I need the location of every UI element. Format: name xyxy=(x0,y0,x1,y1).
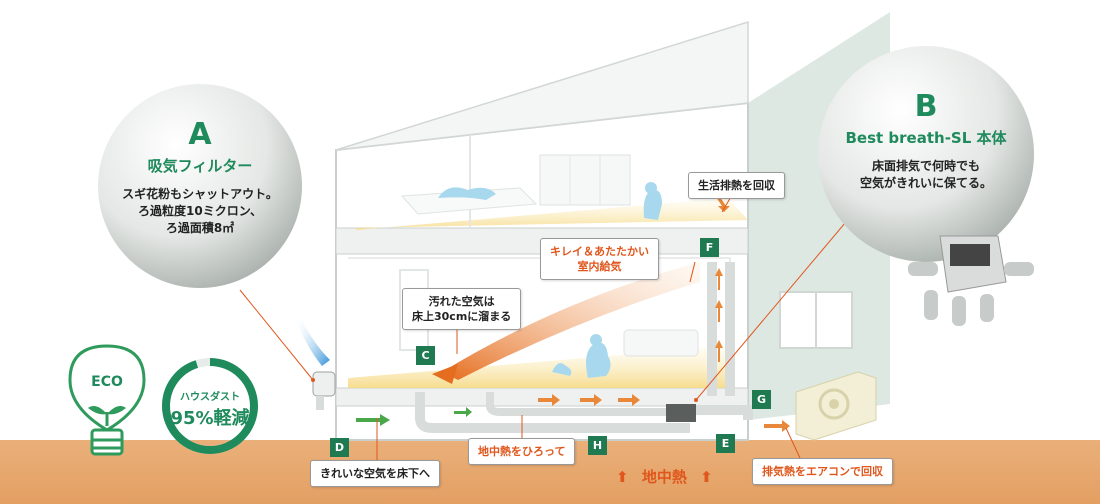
intake-filter-unit xyxy=(312,371,336,397)
callout-fresh-supply: キレイ＆あたたかい 室内給気 xyxy=(540,238,659,280)
up-arrow-icon: ⬆ xyxy=(700,468,713,486)
callout-geothermal-pickup: 地中熱をひろって xyxy=(468,438,576,465)
sofa xyxy=(623,329,699,357)
bubble-a: A 吸気フィルター スギ花粉もシャットアウト。 ろ過粒度10ミクロン、 ろ過面積… xyxy=(110,120,290,237)
marker-d: D xyxy=(330,438,349,457)
person-lying xyxy=(438,187,496,200)
warm-air-flow xyxy=(442,262,700,380)
marker-c: C xyxy=(416,346,435,365)
callout-clean-air-under: きれいな空気を床下へ xyxy=(310,460,440,487)
eco-badge-label: ECO xyxy=(91,374,123,390)
marker-f: F xyxy=(700,238,719,257)
outdoor-ac-unit xyxy=(795,371,877,441)
bubble-a-description: スギ花粉もシャットアウト。 ろ過粒度10ミクロン、 ろ過面積8㎡ xyxy=(122,187,278,235)
mother xyxy=(586,342,611,378)
ring-main-label: 95%軽減 xyxy=(170,408,250,429)
bubble-b-letter: B xyxy=(914,89,938,124)
person-sitting xyxy=(643,189,662,220)
marker-e: E xyxy=(716,434,735,453)
bubble-a-title: 吸気フィルター xyxy=(147,157,253,175)
bubble-b: B Best breath-SL 本体 床面排気で何時でも 空気がきれいに保てる… xyxy=(826,92,1026,192)
underfloor-duct xyxy=(415,392,690,433)
ground-heat-label: ⬆ 地中熱 ⬆ xyxy=(616,468,713,486)
housedust-ring xyxy=(162,358,258,454)
bubble-b-description: 床面排気で何時でも 空気がきれいに保てる。 xyxy=(859,159,992,190)
main-unit-product-icon xyxy=(908,235,1034,326)
cabinet xyxy=(539,154,631,206)
bubble-b-title: Best breath-SL 本体 xyxy=(845,129,1007,147)
eco-bulb-icon xyxy=(68,344,146,456)
ring-top-label: ハウスダスト xyxy=(180,392,240,403)
callout-dirty-air: 汚れた空気は 床上30cmに溜まる xyxy=(402,288,522,330)
marker-g: G xyxy=(752,390,771,409)
bubble-a-letter: A xyxy=(188,117,212,152)
main-unit-in-house xyxy=(666,404,696,422)
up-arrow-icon: ⬆ xyxy=(616,468,629,486)
marker-h: H xyxy=(588,436,607,455)
bubble-b-sphere xyxy=(818,46,1034,262)
bubble-a-sphere xyxy=(98,84,302,288)
baby xyxy=(552,363,572,376)
callout-life-exhaust: 生活排熱を回収 xyxy=(688,172,785,199)
intake-air-jet xyxy=(296,316,330,366)
callout-ac-exhaust: 排気熱をエアコンで回収 xyxy=(752,458,893,485)
